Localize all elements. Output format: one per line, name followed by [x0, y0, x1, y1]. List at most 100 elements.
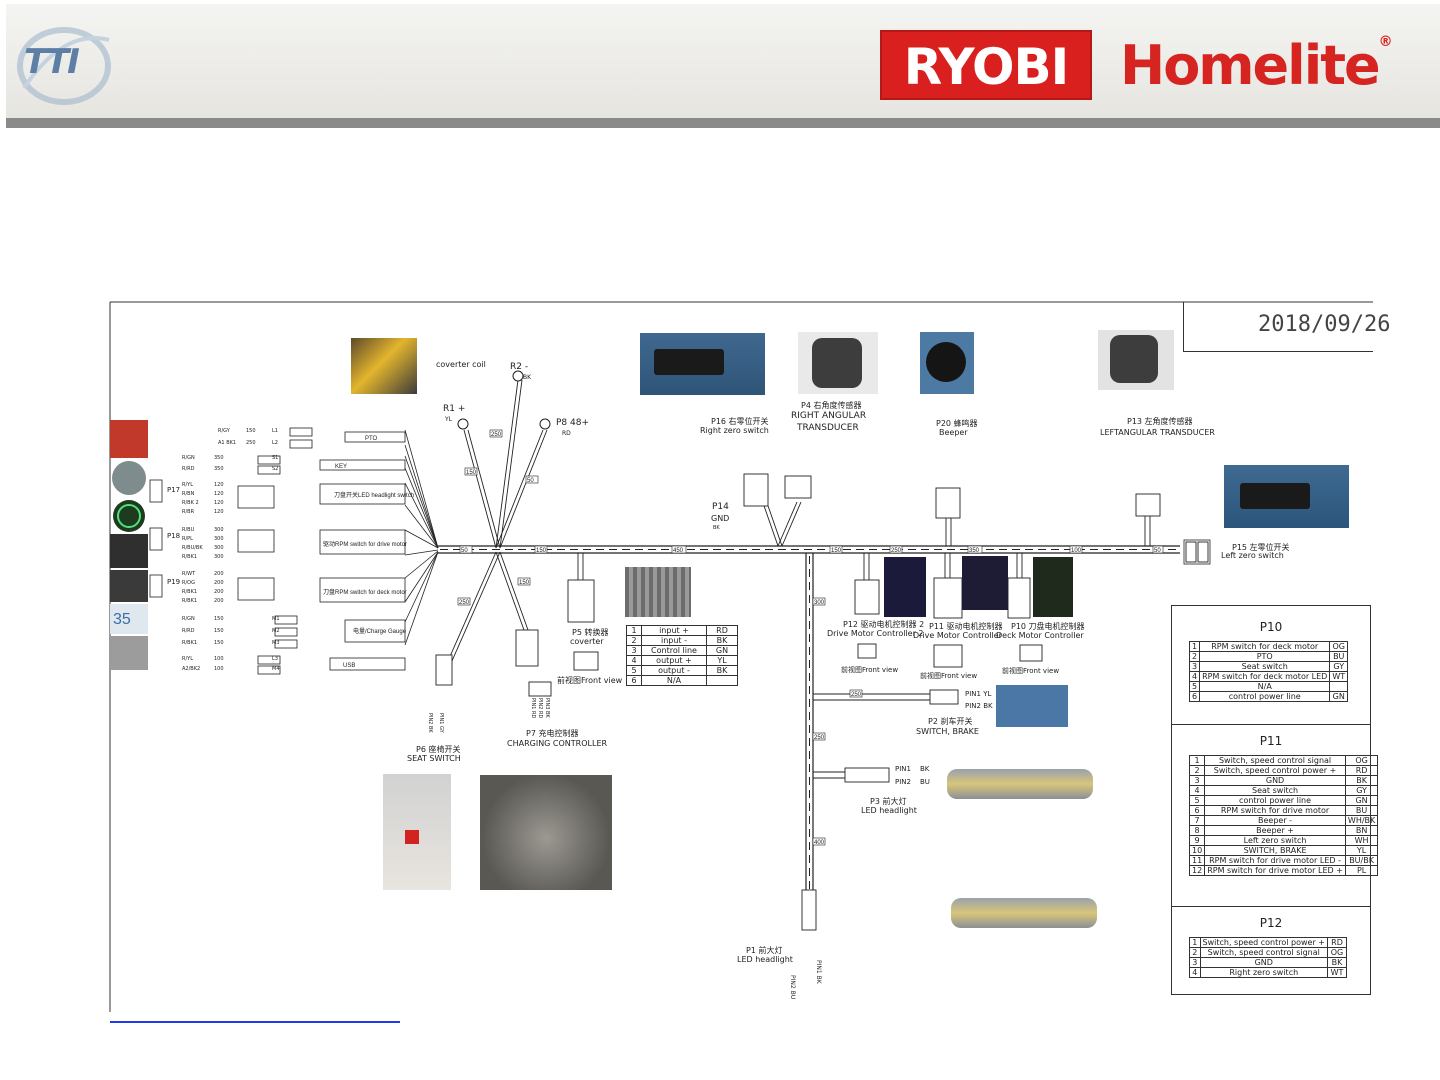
left-instrument-photos: 35	[110, 420, 148, 670]
drive-motor-controller-2-photo	[884, 557, 926, 617]
wire-color: GN	[1329, 691, 1349, 702]
svg-text:50: 50	[1154, 548, 1161, 554]
svg-text:刀盘RPM switch for deck motor: 刀盘RPM switch for deck motor	[323, 588, 407, 596]
p12-front-view-label: 前视图Front view	[841, 666, 899, 674]
wire-color: YL	[1344, 845, 1379, 856]
wire-color-label: R/GN	[182, 616, 195, 622]
pin-function: input -	[641, 635, 707, 646]
pin-number: 4	[1188, 671, 1201, 682]
header-divider-bar	[6, 118, 1440, 128]
coverter-photo	[625, 567, 691, 617]
p11-front-view	[933, 644, 963, 668]
wire-length-label: 300	[214, 527, 224, 533]
wire-terminal-label: L2	[272, 440, 278, 446]
pin-number: 6	[1188, 805, 1206, 816]
p10-front-view	[1019, 644, 1043, 662]
svg-text:驱动RPM switch for drive motor: 驱动RPM switch for drive motor	[323, 541, 407, 548]
svg-text:刀盘开关LED headlight switch: 刀盘开关LED headlight switch	[334, 491, 414, 499]
svg-text:150: 150	[466, 470, 477, 476]
wire-length-label: 200	[214, 598, 224, 604]
wire-length-label: 120	[214, 500, 224, 506]
wire-color: BK	[706, 665, 738, 676]
pin-function: N/A	[641, 675, 707, 686]
p1-label: P1 前大灯	[746, 946, 783, 955]
main-harness	[438, 545, 1180, 900]
svg-text:50: 50	[527, 478, 534, 484]
wire-color-label: R/BN	[182, 491, 195, 497]
p11-front-view-label: 前视图Front view	[920, 672, 978, 680]
p20-housing	[935, 487, 961, 519]
p7-pin2: PIN2 RD	[537, 698, 543, 719]
wire-length-label: 200	[214, 580, 224, 586]
wire-color: GY	[1329, 661, 1349, 672]
pin-number: 3	[1188, 775, 1206, 786]
led-headlight-photo-2	[951, 898, 1097, 928]
p15-housing-b	[1197, 541, 1209, 563]
wire-color-label: R/YL	[182, 482, 193, 488]
svg-text:35: 35	[113, 611, 131, 628]
pin-function: RPM switch for drive motor LED +	[1204, 865, 1346, 876]
coverter-coil-photo	[351, 338, 417, 394]
p7-housing	[515, 629, 539, 667]
wire-color-label: R/BR	[182, 509, 195, 515]
pin-number: 5	[1188, 681, 1201, 692]
p6-label: P6 座椅开关	[416, 745, 461, 754]
svg-text:250: 250	[491, 432, 502, 438]
wire-color: RD	[1344, 765, 1379, 776]
wire-color: BK	[1344, 775, 1379, 786]
p2-pin2: PIN2 BK	[965, 702, 993, 710]
pin-function: PTO	[1199, 651, 1331, 662]
wire-color: BU	[1344, 805, 1379, 816]
p7-pin1: PIN1 RD	[530, 698, 536, 719]
wire-color-label: R/BK 2	[182, 500, 199, 506]
p7-label: P7 充电控制器	[526, 729, 579, 738]
p17-label: P17	[167, 486, 181, 494]
date-box	[1183, 302, 1373, 352]
wire-length-label: 100	[214, 656, 224, 662]
p16-housing	[743, 473, 769, 507]
wire-color: RD	[1327, 937, 1347, 948]
left-plugs	[149, 427, 313, 675]
p1-pin2: PIN2 BU	[789, 975, 796, 1000]
wire-length-label: 120	[214, 509, 224, 515]
pin-function: Switch, speed control signal	[1199, 947, 1329, 958]
wire-terminal-label: L1	[272, 428, 278, 434]
svg-text:USB: USB	[343, 663, 355, 669]
diagram-date: 2018/09/26	[1258, 312, 1391, 337]
tti-swoosh-icon	[17, 27, 111, 105]
p10-sub: Deck Motor Controller	[996, 631, 1084, 640]
svg-text:100: 100	[1071, 548, 1082, 554]
pin-function: Right zero switch	[1199, 967, 1329, 978]
p4-sub2: TRANSDUCER	[797, 423, 859, 433]
wire-color	[706, 675, 738, 686]
bottom-hyperlink-underline[interactable]	[110, 1021, 400, 1023]
pin-function: Switch, speed control power +	[1204, 765, 1346, 776]
pin-number: 1	[1189, 937, 1201, 948]
p10-label: P10 刀盘电机控制器	[1011, 622, 1085, 631]
wire-terminal-label: M2	[272, 628, 280, 634]
svg-text:300: 300	[814, 600, 825, 606]
svg-text:250: 250	[459, 600, 470, 606]
drop-wires	[577, 499, 1151, 580]
pin-number: 6	[1188, 691, 1201, 702]
pin-function: Beeper -	[1204, 815, 1346, 826]
svg-text:PTO: PTO	[365, 436, 378, 442]
pin-number: 5	[626, 665, 642, 676]
wire-color: PL	[1344, 865, 1379, 876]
pin-function: Seat switch	[1204, 785, 1346, 796]
p2-sub: SWITCH, BRAKE	[916, 727, 979, 736]
r1-label: R1 +	[443, 404, 466, 414]
